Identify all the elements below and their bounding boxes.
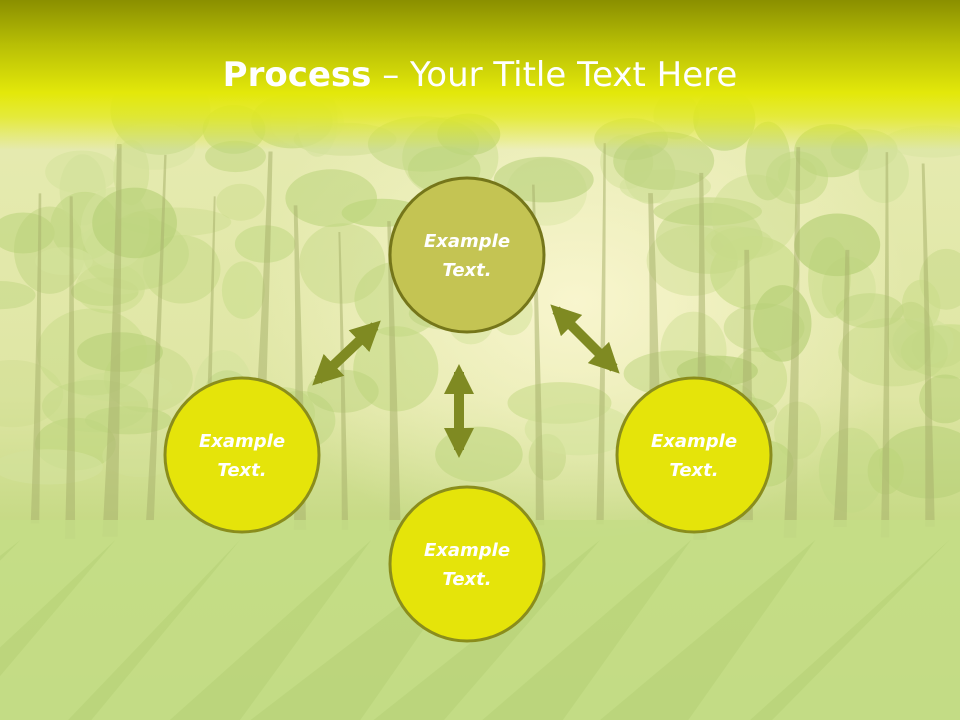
foliage-blob (75, 263, 145, 314)
node-left-line2: Text. (217, 460, 266, 481)
node-left: Example Text. (163, 376, 321, 534)
node-bottom-line2: Text. (442, 569, 491, 590)
tree-trunk (146, 154, 167, 521)
tree-trunk (201, 196, 216, 526)
grass-shadow (373, 540, 601, 720)
foliage-blob (838, 317, 948, 387)
grass-shadow (750, 540, 950, 720)
foliage-blob (653, 197, 762, 226)
tree-trunk (102, 144, 122, 537)
tree-trunk (783, 147, 801, 538)
tree-trunk (248, 151, 273, 527)
node-bottom: Example Text. (388, 485, 546, 643)
foliage-blob (818, 427, 884, 513)
foliage-blob (221, 261, 265, 320)
foliage-blob (102, 434, 179, 478)
tree-trunk (387, 221, 401, 531)
node-top: Example Text. (388, 176, 546, 334)
tree-trunk (64, 196, 76, 539)
tree-trunk (30, 193, 42, 524)
grass-shadow (482, 540, 692, 720)
foliage-blob (0, 449, 103, 485)
foliage-blob (646, 225, 738, 296)
node-top-line2: Text. (442, 260, 491, 281)
grass-shadow (0, 540, 21, 561)
node-right-line2: Text. (669, 460, 718, 481)
foliage-blob (216, 183, 265, 221)
foliage-blob (892, 317, 954, 366)
grass-shadow (169, 540, 372, 720)
tree-trunk (880, 152, 890, 538)
grass-shadow (68, 540, 240, 720)
foliage-blob (92, 187, 177, 259)
foliage-blob (493, 156, 594, 203)
arrow-top-left (312, 320, 381, 386)
foliage-blob (794, 213, 881, 277)
tree-trunk (833, 249, 850, 527)
foliage-blob (858, 144, 909, 203)
title-bold: Process (222, 55, 372, 95)
node-right-circle (615, 376, 773, 534)
title-rest: Your Title Text Here (410, 55, 738, 95)
foliage-blob (887, 301, 935, 371)
foliage-blob (0, 281, 36, 310)
tree-trunk (921, 163, 935, 527)
node-left-line1: Example (199, 431, 285, 452)
foliage-blob (35, 247, 93, 276)
foliage-blob (299, 223, 386, 304)
slide-title: Process – Your Title Text Here (0, 55, 960, 95)
node-right-line1: Example (651, 431, 737, 452)
foliage-blob (911, 325, 960, 368)
node-bottom-circle (388, 485, 546, 643)
foliage-blob (524, 403, 634, 456)
title-separator: – (371, 55, 411, 95)
node-top-line1: Example (424, 231, 510, 252)
node-top-circle (388, 176, 546, 334)
node-bottom-line1: Example (424, 540, 510, 561)
arrow-top-right (550, 304, 620, 374)
node-left-circle (163, 376, 321, 534)
grass-shadow (600, 540, 816, 720)
title-bar (0, 0, 960, 150)
node-right: Example Text. (615, 376, 773, 534)
